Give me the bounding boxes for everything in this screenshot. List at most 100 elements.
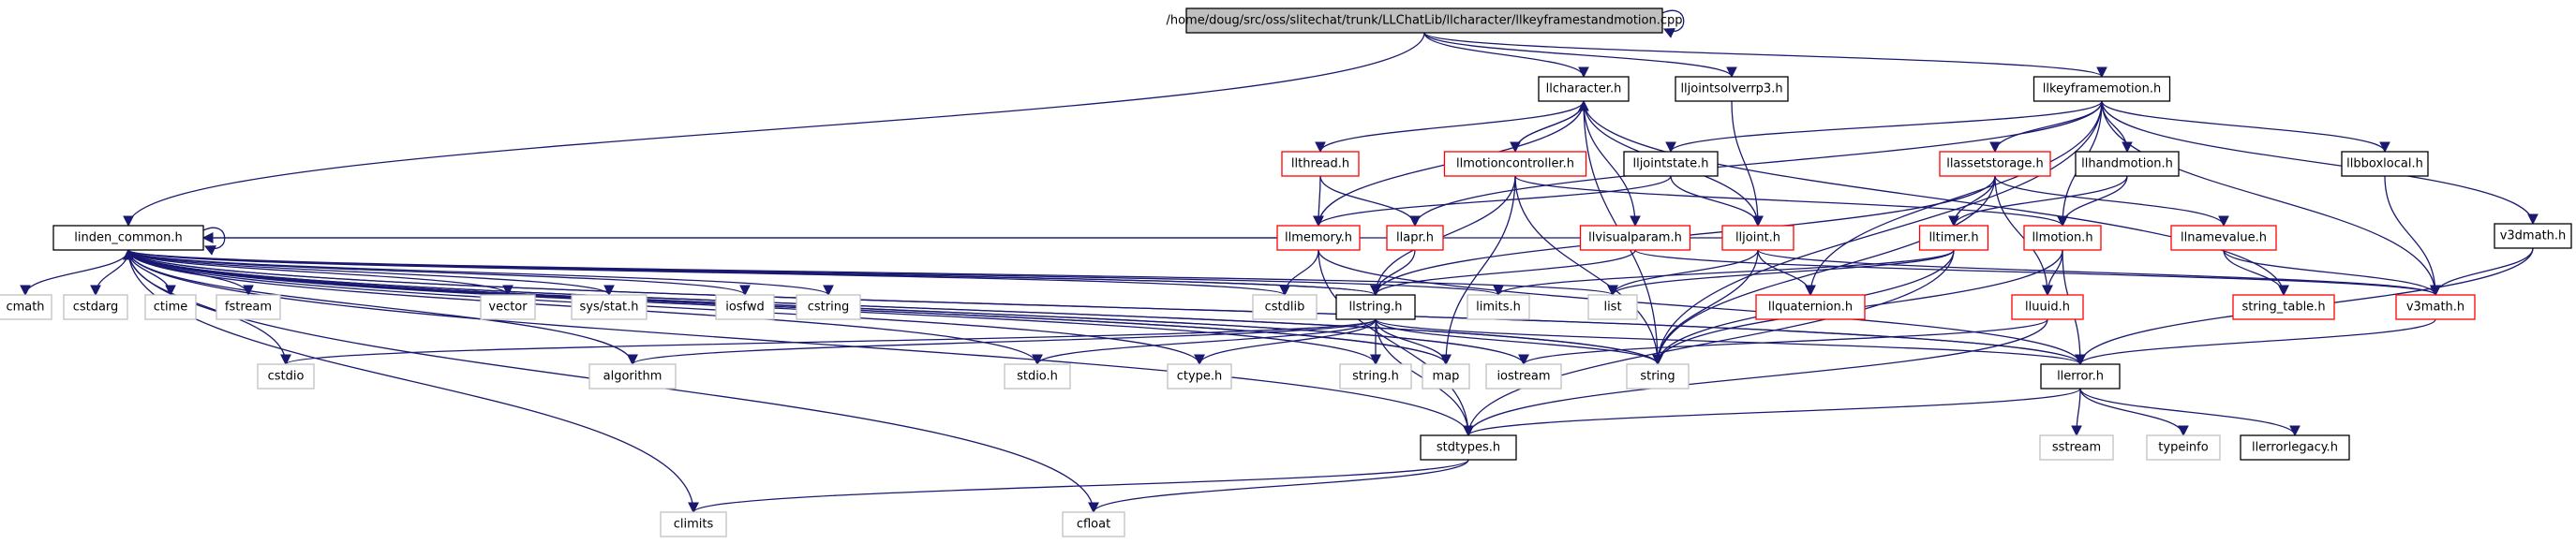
node-llnamevalue[interactable]: llnamevalue.h (2170, 225, 2277, 251)
node-llmemory[interactable]: llmemory.h (1276, 225, 1361, 251)
node-label: stdtypes.h (1437, 441, 1500, 455)
node-label: llerrorlegacy.h (2252, 441, 2338, 455)
node-box (2395, 294, 2476, 320)
node-label: sys/stat.h (580, 301, 639, 315)
node-label: llbboxlocal.h (2346, 157, 2423, 171)
node-llvisualparam[interactable]: llvisualparam.h (1579, 225, 1691, 251)
edge-llapr-to-llstring (1370, 249, 1416, 297)
node-lluuid[interactable]: lluuid.h (2011, 294, 2084, 320)
edge-llerror-to-linden_common (123, 248, 2081, 365)
edge-llmotioncontroller-to-string (1514, 175, 1663, 366)
node-llmotioncontroller[interactable]: llmotioncontroller.h (1443, 151, 1587, 177)
edge-linden_common-to-cstdarg (90, 249, 129, 297)
node-algorithm: algorithm (588, 363, 677, 390)
node-typeinfo: typeinfo (2146, 434, 2221, 461)
node-label: llmotioncontroller.h (1456, 157, 1574, 171)
node-box (1339, 363, 1412, 390)
node-box (1755, 294, 1866, 320)
edge-llbboxlocal-to-v3math (2384, 175, 2441, 297)
node-v3dmath[interactable]: v3dmath.h (2494, 223, 2572, 249)
edge-lljointsolverrp3-to-lljoint (1731, 100, 1764, 228)
node-llcharacter[interactable]: llcharacter.h (1538, 76, 1630, 102)
edge-llstring-to-map (1375, 318, 1452, 366)
node-label: llquaternion.h (1768, 301, 1853, 315)
node-box (1918, 225, 1989, 251)
node-cstring: cstring (796, 294, 861, 320)
node-root[interactable]: /home/doug/src/oss/slitechat/trunk/LLCha… (1166, 7, 1683, 34)
node-label: typeinfo (2158, 441, 2208, 455)
edge-llstring-to-string (1375, 318, 1663, 366)
node-box (2494, 223, 2572, 249)
node-llstring[interactable]: llstring.h (1335, 294, 1416, 320)
node-box (2011, 294, 2084, 320)
node-box (1587, 294, 1638, 320)
node-box (796, 294, 861, 320)
node-sstream: sstream (2039, 434, 2114, 461)
edge-llkeyframemotion-to-string (1652, 100, 2103, 366)
edge-lljointstate-to-lljoint (1670, 175, 1764, 228)
node-label: cstdarg (73, 301, 119, 315)
node-label: cmath (6, 301, 44, 315)
header-nodes: /home/doug/src/oss/slitechat/trunk/LLCha… (0, 7, 2572, 537)
node-label: v3dmath.h (2500, 229, 2567, 243)
node-box (571, 294, 648, 320)
edge-llerror-to-sstream (2071, 388, 2082, 437)
edge-llassetstorage-to-lluuid (1994, 175, 2053, 297)
node-linden_common[interactable]: linden_common.h (52, 225, 204, 251)
node-llerror[interactable]: llerror.h (2040, 363, 2121, 390)
node-box (660, 511, 727, 537)
node-box (715, 294, 775, 320)
edge-llstring-to-linden_common (123, 248, 1377, 296)
edge-llstring-to-stdio (1032, 318, 1377, 366)
node-box (2023, 225, 2102, 251)
node-label: lltimer.h (1928, 231, 1978, 245)
node-llmotion[interactable]: llmotion.h (2023, 225, 2102, 251)
node-llapr[interactable]: llapr.h (1386, 225, 1444, 251)
node-box (2341, 151, 2429, 177)
edge-llmemory-to-stdtypes (1318, 249, 1474, 437)
node-string_table[interactable]: string_table.h (2232, 294, 2335, 320)
node-v3math[interactable]: v3math.h (2395, 294, 2476, 320)
edge-llnamevalue-to-string_table (2223, 249, 2289, 297)
node-box (1386, 225, 1444, 251)
edge-root-to-llcharacter (1423, 32, 1589, 79)
node-lltimer[interactable]: lltimer.h (1918, 225, 1989, 251)
node-stringh: string.h (1339, 363, 1412, 390)
node-box (1538, 76, 1630, 102)
node-box (2040, 363, 2121, 390)
edge-llmotioncontroller-to-llstring (1370, 175, 1516, 297)
edge-lljoint-to-list (1607, 249, 1759, 297)
node-lljoint[interactable]: lljoint.h (1721, 225, 1794, 251)
edge-llstring-to-ctype (1194, 318, 1377, 366)
node-stdtypes[interactable]: stdtypes.h (1420, 434, 1517, 461)
edge-llstring-to-algorithm (627, 318, 1377, 366)
edge-llvisualparam-to-v3math (1634, 249, 2441, 297)
edge-llhandmotion-to-lltimer (1948, 175, 2128, 228)
node-box (1467, 294, 1530, 320)
node-box (2232, 294, 2335, 320)
edge-linden_common-to-cstring (127, 249, 834, 297)
node-llkeyframemotion[interactable]: llkeyframemotion.h (2033, 76, 2171, 102)
edge-linden_common-to-sysstat (127, 249, 615, 297)
node-sysstat: sys/stat.h (571, 294, 648, 320)
node-llquaternion[interactable]: llquaternion.h (1755, 294, 1866, 320)
node-llerrorlegacy[interactable]: llerrorlegacy.h (2240, 434, 2350, 461)
node-llassetstorage[interactable]: llassetstorage.h (1939, 151, 2051, 177)
node-llhandmotion[interactable]: llhandmotion.h (2075, 151, 2180, 177)
node-lljointsolverrp3[interactable]: lljointsolverrp3.h (1675, 76, 1789, 102)
node-box (2039, 434, 2114, 461)
node-lljointstate[interactable]: lljointstate.h (1623, 151, 1719, 177)
node-llbboxlocal[interactable]: llbboxlocal.h (2341, 151, 2429, 177)
node-label: llthread.h (1291, 157, 1349, 171)
node-label: string.h (1352, 370, 1399, 384)
edge-lljoint-to-string (1652, 249, 1759, 366)
node-box (1420, 434, 1517, 461)
edge-llstring-to-llerror (1375, 318, 2086, 366)
node-llthread[interactable]: llthread.h (1281, 151, 1360, 177)
node-label: llapr.h (1396, 231, 1434, 245)
node-list: list (1587, 294, 1638, 320)
node-cfloat: cfloat (1062, 511, 1125, 537)
node-box (52, 225, 204, 251)
edge-lljoint-to-v3math (1757, 249, 2441, 297)
node-label: stdio.h (1017, 370, 1058, 384)
